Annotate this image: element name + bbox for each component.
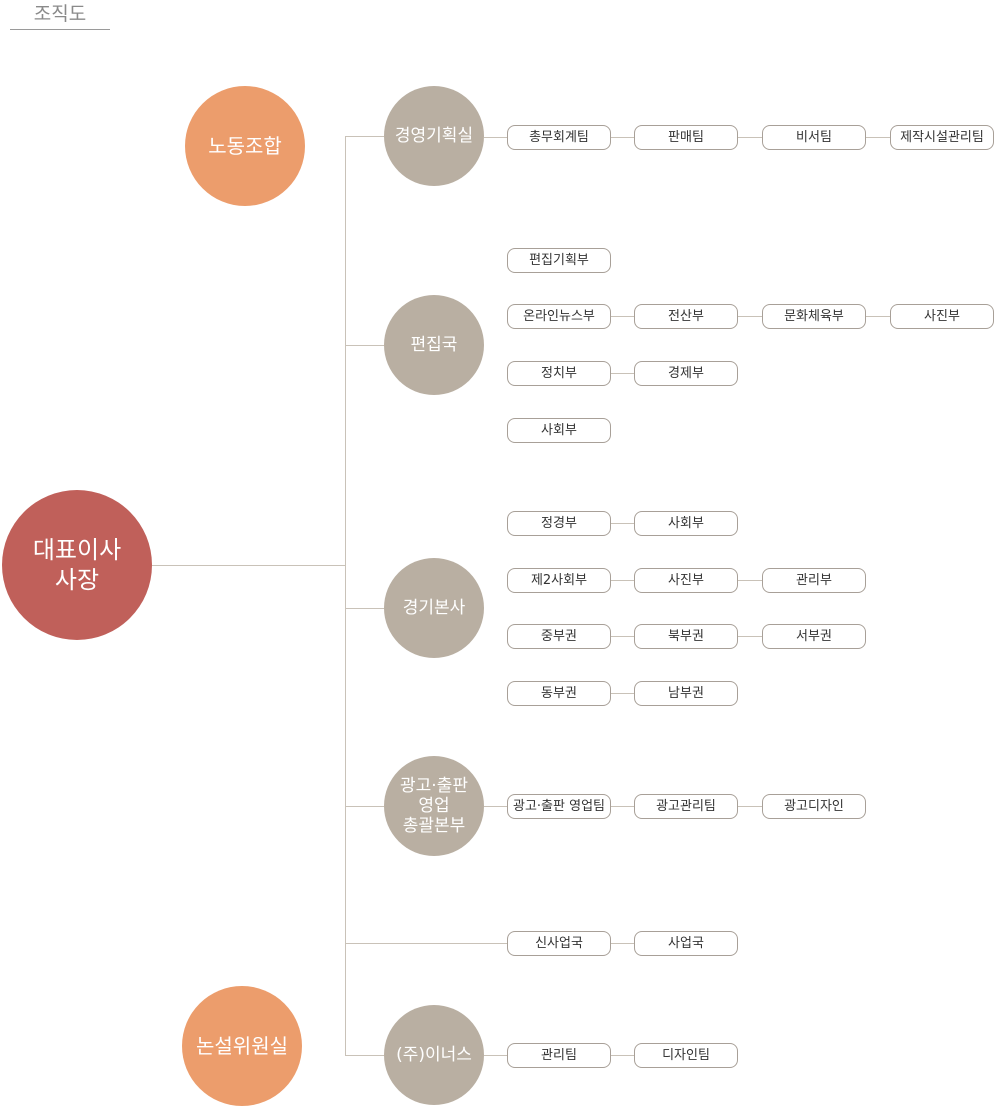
department-box: 사업국 <box>634 930 738 956</box>
box-connector <box>738 137 762 138</box>
box-connector <box>738 316 762 317</box>
department-box: 전산부 <box>634 303 738 329</box>
box-connector <box>738 580 762 581</box>
department-box: 편집기획부 <box>507 247 611 273</box>
page-title: 조직도 <box>10 0 110 30</box>
department-box: 서부권 <box>762 623 866 649</box>
division-connector <box>345 806 384 807</box>
box-connector <box>866 316 890 317</box>
division-connector <box>345 345 384 346</box>
division-node: (주)이너스 <box>384 1005 484 1105</box>
row-connector <box>484 806 507 807</box>
department-box: 신사업국 <box>507 930 611 956</box>
row-connector <box>484 1055 507 1056</box>
box-connector <box>611 580 634 581</box>
box-connector <box>611 523 634 524</box>
department-box: 남부권 <box>634 680 738 706</box>
department-box: 사회부 <box>634 510 738 536</box>
division-node: 편집국 <box>384 295 484 395</box>
editorial-board-label: 논설위원실 <box>196 1034 288 1058</box>
row-connector <box>484 137 507 138</box>
labor-union-label: 노동조합 <box>208 134 282 158</box>
department-box: 광고·출판 영업팀 <box>507 793 611 819</box>
box-connector <box>611 693 634 694</box>
division-node: 광고·출판 영업 총괄본부 <box>384 756 484 856</box>
division-connector <box>345 1055 384 1056</box>
department-box: 광고디자인 <box>762 793 866 819</box>
department-box: 북부권 <box>634 623 738 649</box>
division-node: 경영기획실 <box>384 86 484 186</box>
department-box: 판매팀 <box>634 124 738 150</box>
department-box: 관리부 <box>762 567 866 593</box>
department-box: 광고관리팀 <box>634 793 738 819</box>
box-connector <box>611 636 634 637</box>
department-box: 온라인뉴스부 <box>507 303 611 329</box>
department-box: 제2사회부 <box>507 567 611 593</box>
department-box: 동부권 <box>507 680 611 706</box>
division-label: 경영기획실 <box>394 126 474 146</box>
box-connector <box>611 1055 634 1056</box>
department-box: 제작시설관리팀 <box>890 124 994 150</box>
box-connector <box>738 806 762 807</box>
labor-union-node: 노동조합 <box>185 86 305 206</box>
department-box: 문화체육부 <box>762 303 866 329</box>
department-box: 사진부 <box>890 303 994 329</box>
spine-line <box>345 136 346 1055</box>
division-connector <box>345 136 384 137</box>
division-connector <box>345 608 384 609</box>
department-box: 총무회계팀 <box>507 124 611 150</box>
editorial-board-node: 논설위원실 <box>182 986 302 1106</box>
department-box: 관리팀 <box>507 1042 611 1068</box>
division-node: 경기본사 <box>384 558 484 658</box>
department-box: 중부권 <box>507 623 611 649</box>
division-connector <box>345 943 507 944</box>
ceo-connector <box>152 565 345 566</box>
ceo-label: 대표이사 사장 <box>32 536 122 594</box>
box-connector <box>611 373 634 374</box>
box-connector <box>738 636 762 637</box>
box-connector <box>611 316 634 317</box>
box-connector <box>611 943 634 944</box>
ceo-node: 대표이사 사장 <box>2 490 152 640</box>
box-connector <box>611 806 634 807</box>
division-label: (주)이너스 <box>396 1045 472 1065</box>
division-label: 편집국 <box>410 335 458 355</box>
department-box: 비서팀 <box>762 124 866 150</box>
box-connector <box>611 137 634 138</box>
department-box: 경제부 <box>634 360 738 386</box>
division-label: 광고·출판 영업 총괄본부 <box>400 776 468 836</box>
department-box: 디자인팀 <box>634 1042 738 1068</box>
department-box: 사회부 <box>507 417 611 443</box>
box-connector <box>866 137 890 138</box>
department-box: 정치부 <box>507 360 611 386</box>
department-box: 사진부 <box>634 567 738 593</box>
department-box: 정경부 <box>507 510 611 536</box>
division-label: 경기본사 <box>402 598 466 618</box>
